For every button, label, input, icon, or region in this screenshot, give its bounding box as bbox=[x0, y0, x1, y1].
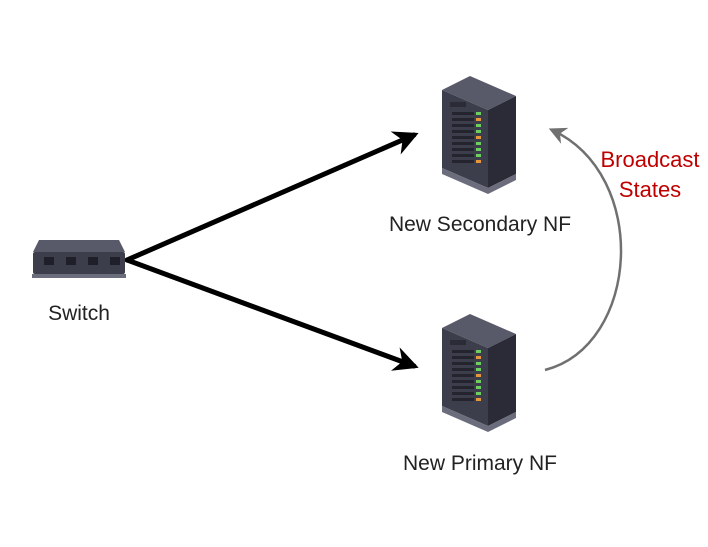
secondary-server-icon bbox=[442, 76, 516, 194]
switch-label: Switch bbox=[48, 302, 110, 325]
primary-nf-label: New Primary NF bbox=[402, 452, 558, 475]
primary-server-icon bbox=[442, 314, 516, 432]
switch-icon bbox=[32, 240, 126, 278]
arrow-switch-to-primary bbox=[124, 257, 419, 371]
arrow-switch-to-secondary bbox=[124, 131, 419, 263]
broadcast-line-2: States bbox=[618, 177, 682, 202]
broadcast-line-1: Broadcast bbox=[600, 147, 700, 172]
broadcast-states-label: Broadcast States bbox=[600, 145, 699, 205]
broadcast-curve-arrow bbox=[544, 127, 623, 372]
secondary-nf-label: New Secondary NF bbox=[388, 213, 572, 236]
